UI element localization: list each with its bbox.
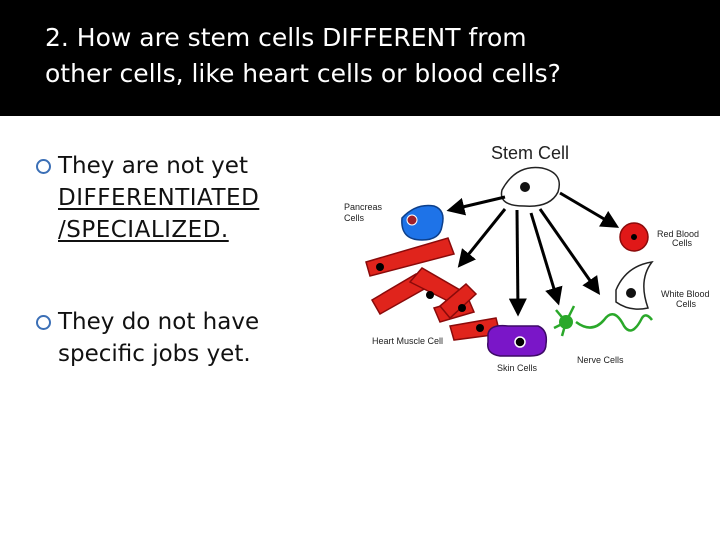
bullet-lead-text: They do not have <box>58 309 259 335</box>
bullet-emphasis-text: DIFFERENTIATED /SPECIALIZED. <box>58 185 259 243</box>
red-blood-cell <box>620 223 648 251</box>
bullet-item-no-jobs: They do not have specific jobs yet. <box>36 306 336 370</box>
skin-cells-label: Skin Cells <box>497 363 538 373</box>
skin-cell <box>488 326 547 356</box>
bullet-item-not-differentiated: They are not yet DIFFERENTIATED /SPECIAL… <box>36 150 336 246</box>
arrow-to-skin <box>517 210 518 313</box>
arrow-to-pancreas <box>450 197 505 210</box>
white-blood-label-line1: White Blood <box>661 289 710 299</box>
heart-muscle-label: Heart Muscle Cell <box>372 336 443 346</box>
bullet-circle-icon <box>36 315 51 330</box>
pancreas-label-line1: Pancreas <box>344 202 383 212</box>
stem-cell-label: Stem Cell <box>491 143 569 163</box>
cell-differentiation-diagram: Stem Cell Pancreas Cells Red Blood Cells… <box>330 130 720 390</box>
white-blood-cell <box>616 262 652 309</box>
arrow-to-white-blood <box>540 209 598 292</box>
white-blood-label-line2: Cells <box>676 299 697 309</box>
arrow-to-heart <box>460 209 505 265</box>
nerve-cells-label: Nerve Cells <box>577 355 624 365</box>
bullet-rest-text: specific jobs yet. <box>58 341 251 367</box>
pancreas-cell <box>402 206 443 241</box>
red-blood-label-line2: Cells <box>672 238 693 248</box>
slide-title: 2. How are stem cells DIFFERENT from oth… <box>45 20 705 92</box>
bullet-circle-icon <box>36 159 51 174</box>
stem-cell <box>501 167 559 206</box>
arrow-to-red-blood <box>560 193 616 226</box>
pancreas-label-line2: Cells <box>344 213 365 223</box>
bullet-lead-text: They are not yet <box>58 153 248 179</box>
nerve-cell-body <box>559 315 573 329</box>
title-band: 2. How are stem cells DIFFERENT from oth… <box>0 0 720 116</box>
bullet-list: They are not yet DIFFERENTIATED /SPECIAL… <box>36 150 336 370</box>
